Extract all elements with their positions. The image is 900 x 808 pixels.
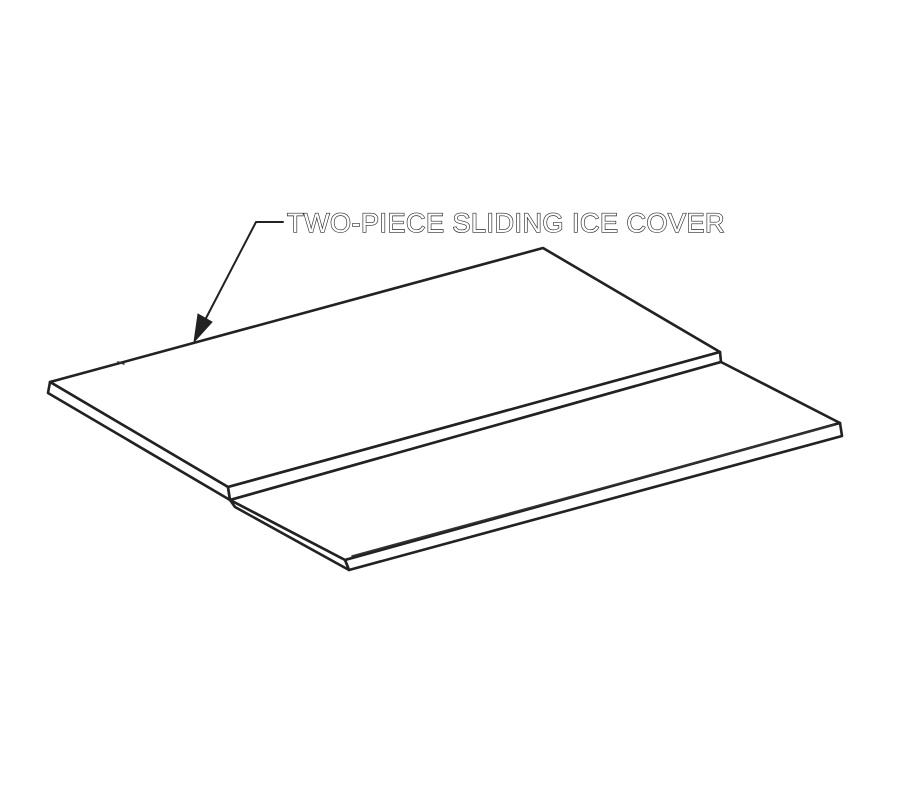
leader-line	[203, 221, 284, 323]
leader-arrow-icon	[193, 313, 213, 344]
back-panel-tick	[117, 361, 125, 365]
back-cover-panel	[46, 246, 723, 502]
front-panel-lip-line	[351, 424, 835, 557]
callout-leader	[193, 221, 284, 344]
front-panel-side-edge	[228, 498, 351, 572]
callout-label: TWO-PIECE SLIDING ICE COVER	[287, 208, 725, 238]
front-cover-panel	[228, 360, 844, 572]
